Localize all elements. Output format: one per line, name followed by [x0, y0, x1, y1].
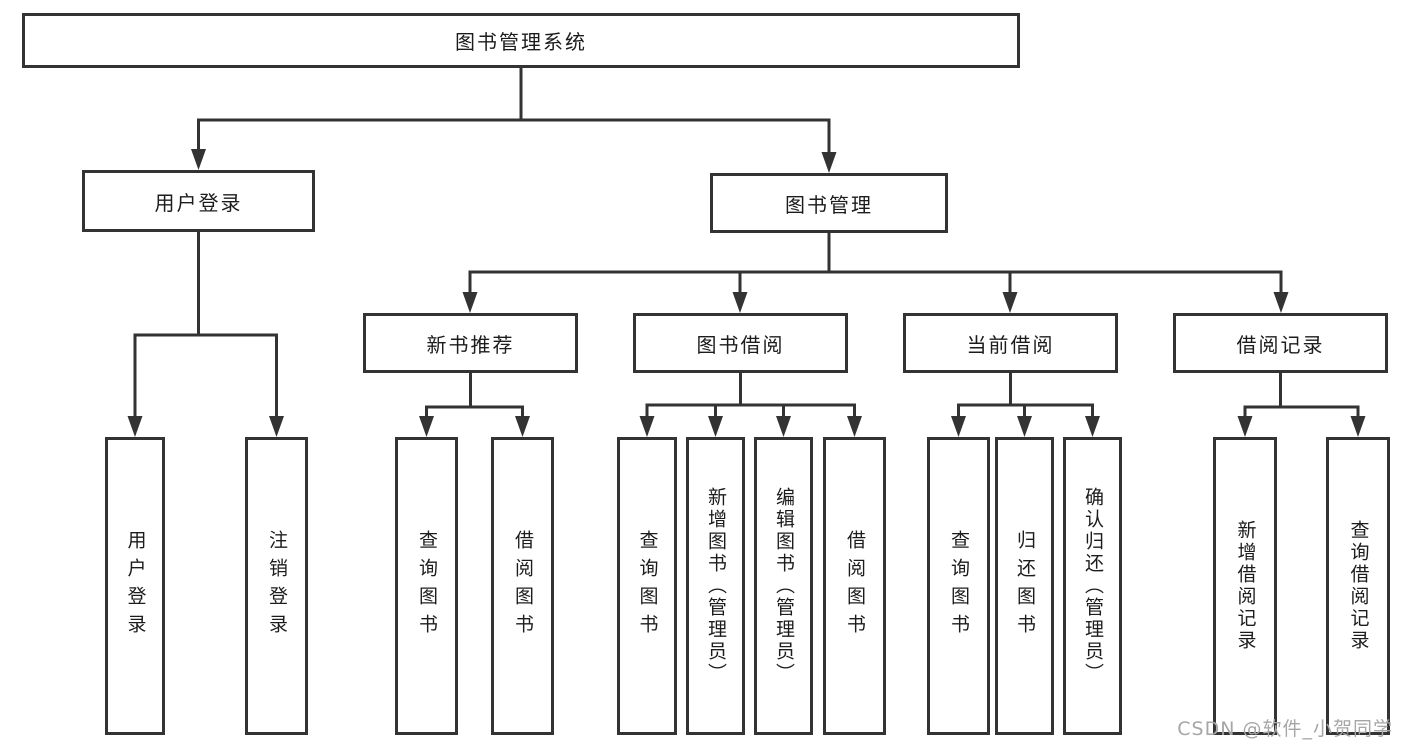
- leaf-return-book: 归还图书: [995, 437, 1054, 735]
- leaf-borrow-books-recommend-label: 借阅图书: [512, 530, 534, 642]
- leaf-borrow-books-recommend: 借阅图书: [491, 437, 554, 735]
- leaf-query-books-current-label: 查询图书: [948, 530, 970, 642]
- leaf-query-books-borrow-label: 查询图书: [636, 530, 659, 642]
- leaf-confirm-return-admin: 确认归还（管理员）: [1063, 437, 1122, 735]
- leaf-add-book-admin: 新增图书（管理员）: [686, 437, 745, 735]
- node-user-login: 用户登录: [82, 170, 315, 232]
- leaf-query-books-recommend-label: 查询图书: [416, 530, 438, 642]
- node-new-book-recommend: 新书推荐: [363, 313, 578, 373]
- leaf-logout-label: 注销登录: [266, 530, 288, 642]
- node-book-borrow: 图书借阅: [633, 313, 848, 373]
- leaf-confirm-return-admin-label: 确认归还（管理员）: [1082, 487, 1104, 685]
- node-root: 图书管理系统: [22, 13, 1020, 68]
- leaf-user-login-label: 用户登录: [124, 530, 147, 642]
- leaf-query-borrow-record-label: 查询借阅记录: [1347, 520, 1370, 652]
- leaf-return-book-label: 归还图书: [1014, 530, 1036, 642]
- leaf-borrow-books-borrow-label: 借阅图书: [844, 530, 866, 642]
- node-borrow-records: 借阅记录: [1173, 313, 1388, 373]
- csdn-watermark: CSDN @软件_小贺同学: [1177, 718, 1393, 740]
- leaf-query-borrow-record: 查询借阅记录: [1326, 437, 1390, 735]
- leaf-edit-book-admin-label: 编辑图书（管理员）: [773, 487, 795, 685]
- leaf-logout: 注销登录: [245, 437, 308, 735]
- node-current-borrow: 当前借阅: [903, 313, 1118, 373]
- leaf-add-borrow-record: 新增借阅记录: [1213, 437, 1277, 735]
- leaf-edit-book-admin: 编辑图书（管理员）: [754, 437, 813, 735]
- leaf-add-borrow-record-label: 新增借阅记录: [1234, 520, 1257, 652]
- leaf-add-book-admin-label: 新增图书（管理员）: [705, 487, 727, 685]
- leaf-borrow-books-borrow: 借阅图书: [823, 437, 886, 735]
- leaf-query-books-recommend: 查询图书: [395, 437, 458, 735]
- leaf-query-books-current: 查询图书: [927, 437, 990, 735]
- leaf-query-books-borrow: 查询图书: [617, 437, 677, 735]
- node-book-management: 图书管理: [710, 173, 948, 233]
- leaf-user-login: 用户登录: [105, 437, 165, 735]
